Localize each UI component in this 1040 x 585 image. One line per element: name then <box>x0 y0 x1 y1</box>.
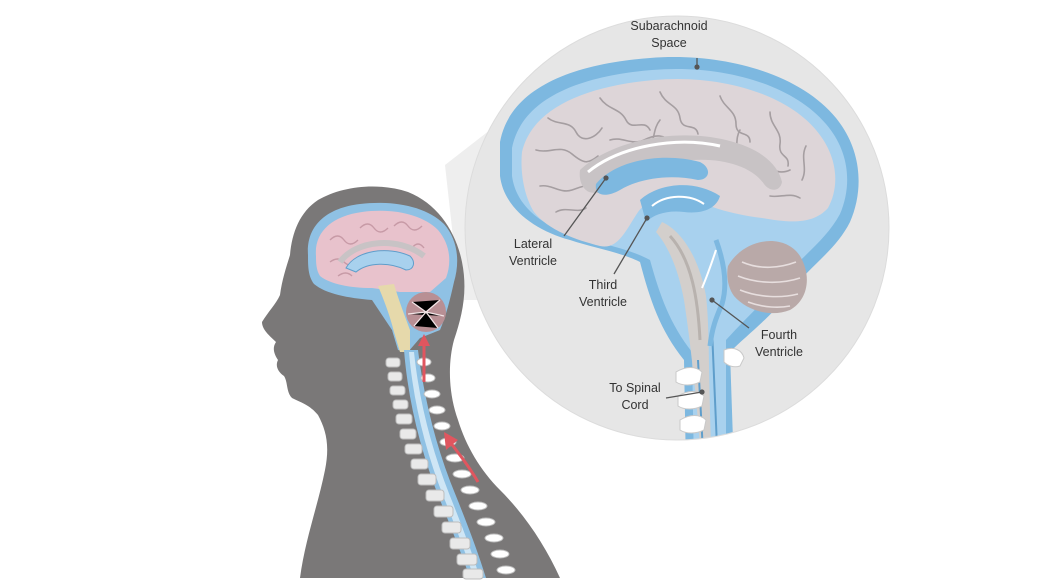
lateral-line2: Ventricle <box>509 254 557 268</box>
to-spinal-cord-label: To Spinal Cord <box>595 380 675 414</box>
fourth-line1: Fourth <box>760 328 798 342</box>
lateral-ventricle-label: Lateral Ventricle <box>493 236 573 270</box>
third-ventricle-label: Third Ventricle <box>563 277 643 311</box>
spinal-line2: Cord <box>621 398 649 412</box>
small-brain <box>307 202 458 352</box>
fourth-line2: Ventricle <box>755 345 803 359</box>
fourth-ventricle-label: Fourth Ventricle <box>739 327 819 361</box>
subarachnoid-line1: Subarachnoid <box>630 19 708 33</box>
subarachnoid-line2: Space <box>651 36 687 50</box>
leader-lines <box>563 58 750 399</box>
third-line2: Ventricle <box>579 295 627 309</box>
subarachnoid-space-label: Subarachnoid Space <box>614 18 724 52</box>
csf-flow-arrows <box>418 334 480 483</box>
spinal-line1: To Spinal <box>609 381 661 395</box>
lateral-line1: Lateral <box>513 237 553 251</box>
spine <box>385 350 516 580</box>
magnified-brain <box>500 57 859 440</box>
third-line1: Third <box>588 278 618 292</box>
